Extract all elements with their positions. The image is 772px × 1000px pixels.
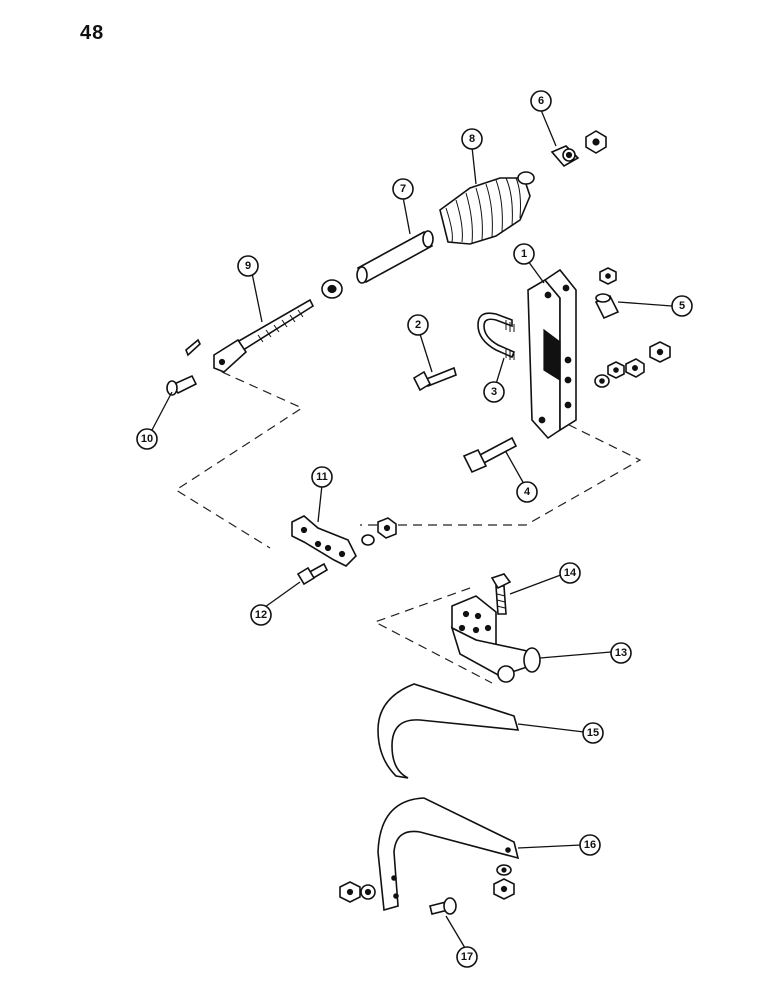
callout-16: 16: [579, 834, 601, 856]
callout-2: 2: [407, 314, 429, 336]
callout-17: 17: [456, 946, 478, 968]
callout-12: 12: [250, 604, 272, 626]
rod-part: [213, 298, 315, 373]
svg-text:15: 15: [587, 727, 599, 739]
bolt-14-part: [490, 573, 512, 615]
callout-1: 1: [513, 243, 535, 265]
callout-8: 8: [461, 128, 483, 150]
nuts-bottom-part: [339, 864, 515, 903]
link-part: [291, 515, 397, 567]
svg-text:12: 12: [255, 609, 267, 621]
spacer-part: [594, 293, 620, 320]
svg-text:10: 10: [141, 433, 153, 445]
callout-14: 14: [559, 562, 581, 584]
tube-part: [356, 230, 434, 284]
svg-text:9: 9: [245, 260, 251, 272]
svg-text:1: 1: [521, 248, 527, 260]
callout-7: 7: [392, 178, 414, 200]
bolt-4-part: [462, 436, 518, 474]
dashed-assembly-lines: [174, 371, 642, 684]
svg-text:6: 6: [538, 95, 544, 107]
bracket-part: [527, 268, 577, 440]
eye-bolt-part: [550, 130, 607, 168]
spring-part: [439, 171, 535, 245]
clevis-pin-part: [166, 374, 198, 396]
svg-text:14: 14: [564, 567, 577, 579]
svg-text:8: 8: [469, 133, 475, 145]
page-number: 48: [80, 22, 105, 44]
svg-text:13: 13: [615, 647, 627, 659]
bolt-12-part: [296, 562, 329, 586]
callout-6: 6: [530, 90, 552, 112]
callout-5: 5: [671, 295, 693, 317]
u-bolt-part: [477, 312, 516, 360]
bolt-17-part: [429, 897, 457, 915]
callout-15: 15: [582, 722, 604, 744]
svg-text:7: 7: [400, 183, 406, 195]
mount-part: [450, 595, 541, 683]
svg-text:3: 3: [491, 386, 497, 398]
callout-9: 9: [237, 255, 259, 277]
leader-lines: [151, 109, 673, 949]
callout-13: 13: [610, 642, 632, 664]
svg-text:2: 2: [415, 319, 421, 331]
washer-part: [321, 279, 343, 299]
callout-11: 11: [311, 466, 333, 488]
svg-text:5: 5: [679, 300, 685, 312]
callout-10: 10: [136, 428, 158, 450]
nuts-right-part: [594, 267, 671, 388]
tine-15-part: [377, 683, 520, 779]
svg-text:17: 17: [461, 951, 473, 963]
callout-3: 3: [483, 381, 505, 403]
bolt-2-part: [412, 366, 457, 392]
svg-text:4: 4: [524, 486, 531, 498]
tine-16-part: [377, 797, 520, 912]
cotter-pin-part: [185, 338, 201, 357]
svg-text:16: 16: [584, 839, 596, 851]
svg-text:11: 11: [316, 471, 328, 483]
callout-4: 4: [516, 481, 538, 503]
